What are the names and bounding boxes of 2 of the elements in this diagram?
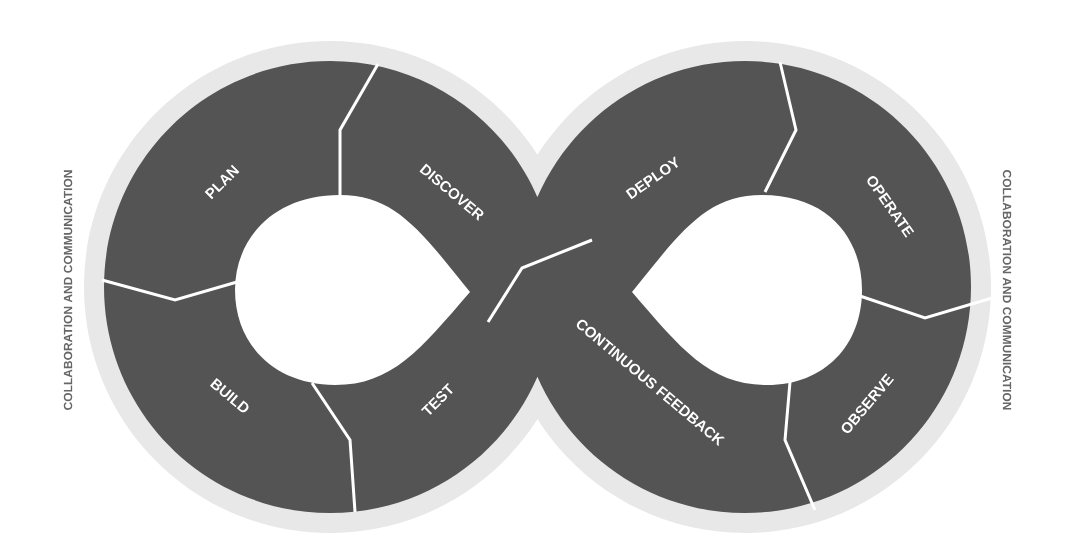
side-label: COLLABORATION AND COMMUNICATION <box>1002 170 1012 410</box>
side-label: COLLABORATION AND COMMUNICATION <box>63 170 73 410</box>
